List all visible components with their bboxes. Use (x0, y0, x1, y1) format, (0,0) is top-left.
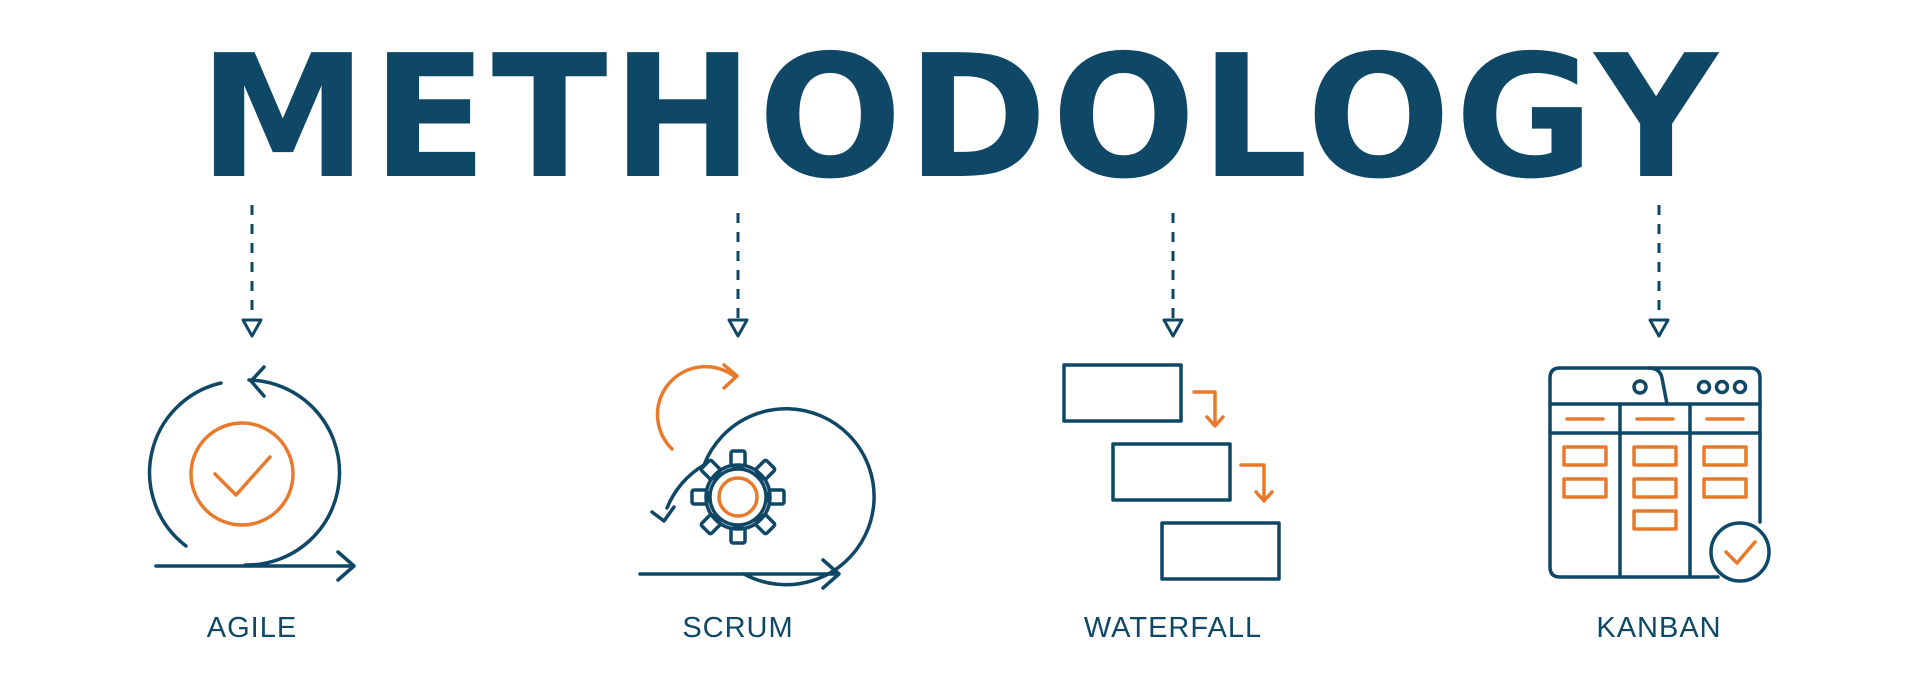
agile-cycle-check-icon (147, 365, 356, 582)
connector-arrow-kanban (1648, 205, 1670, 338)
page-title: METHODOLOGY (198, 19, 1722, 217)
method-label-scrum: SCRUM (682, 612, 794, 644)
method-label-agile: AGILE (206, 612, 298, 644)
method-label-waterfall: WATERFALL (1083, 612, 1263, 644)
connector-arrow-waterfall (1162, 213, 1184, 338)
connector-arrow-scrum (727, 213, 749, 338)
method-label-kanban: KANBAN (1596, 612, 1722, 644)
scrum-gear-cycle-icon (638, 363, 876, 590)
kanban-board-icon (1548, 366, 1771, 583)
connector-arrow-agile (241, 205, 263, 338)
waterfall-steps-icon (1062, 363, 1281, 581)
